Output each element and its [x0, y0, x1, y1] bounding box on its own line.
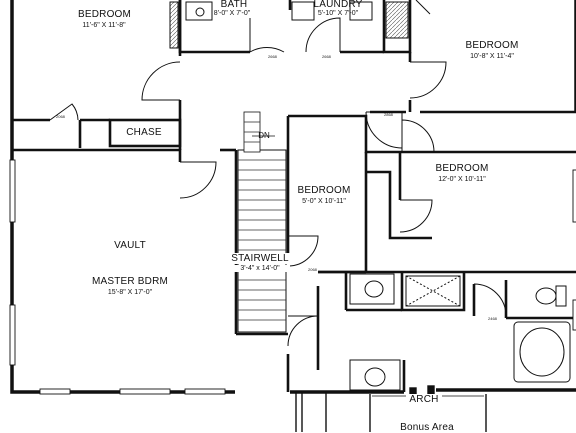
room-name: BEDROOM: [465, 40, 519, 51]
door-tag: 2868: [384, 112, 394, 117]
door-tags: 2668 2668 2068 2868 2068 2468: [56, 54, 498, 321]
window-west-2: [9, 304, 16, 366]
room-name: STAIRWELL: [228, 253, 292, 264]
bathtub-basin: [519, 327, 565, 377]
bonus-area-label: Bonus Area: [400, 422, 454, 433]
door-bath-inner: [287, 315, 319, 347]
room-dims: 10'-8" X 11'-4": [470, 53, 514, 60]
toilet-tank: [555, 285, 567, 307]
center-bedroom-top: [288, 114, 400, 154]
door-bath: [249, 18, 285, 53]
vault-label: VAULT: [114, 240, 146, 251]
room-name: LAUNDRY: [313, 0, 363, 10]
room-name: BEDROOM: [435, 163, 489, 174]
shower-walls: [400, 272, 466, 312]
stair-direction: DN: [258, 131, 270, 140]
closet-walls: [366, 170, 400, 240]
room-name: BATH: [220, 0, 248, 10]
shower: [405, 275, 461, 307]
room-dims: 15'-8" X 17'-0": [107, 289, 153, 296]
bonus-area: [295, 385, 487, 432]
room-dims: 3'-4" x 14'-0": [230, 265, 290, 272]
sink-2: [364, 367, 386, 387]
window-south-3: [39, 388, 71, 395]
interior-walls: [12, 0, 576, 392]
door-wc: [473, 283, 507, 317]
door-master: [179, 161, 217, 199]
room-name: MASTER BDRM: [91, 276, 169, 287]
door-closet: [399, 199, 433, 233]
window-south-2: [184, 388, 226, 395]
arch-label: ARCH: [406, 394, 442, 405]
door-tag: 2068: [56, 114, 66, 119]
room-name: BEDROOM: [297, 185, 351, 196]
door-chase: [49, 103, 79, 121]
room-dims: 8'-0" X 7'-0": [213, 10, 251, 17]
door-center-bedroom: [365, 111, 403, 149]
laundry-closet: [385, 1, 409, 39]
laundry-dryer: [349, 1, 373, 21]
windows: [9, 159, 576, 395]
door-ne-top: [415, 0, 431, 15]
chase-box: [108, 118, 182, 148]
door-east-bedroom: [401, 119, 435, 153]
laundry-washer: [291, 1, 315, 21]
room-name: CHASE: [126, 127, 162, 138]
room-dims: 12'-0" X 10'-11": [438, 176, 486, 183]
toilet: [535, 287, 557, 305]
stair-run: [237, 149, 287, 333]
room-dims: 5'-0" X 10'-11": [302, 198, 346, 205]
bath-walls: [178, 0, 250, 54]
door-swings: [49, 0, 507, 347]
door-tag: 2068: [308, 267, 318, 272]
door-tag: 2668: [322, 54, 332, 59]
door-nw-bedroom: [141, 61, 181, 101]
room-dims: 5'-10" X 7'-0": [317, 10, 359, 17]
door-laundry: [305, 17, 341, 53]
door-stair: [287, 235, 319, 267]
master-top-wall: [12, 148, 182, 162]
fixtures: [169, 1, 571, 391]
west-wall: [10, 0, 235, 394]
sink-1: [364, 280, 384, 298]
bath-sink: [195, 7, 205, 17]
room-dims: 11'-6" X 11'-8": [82, 22, 126, 29]
laundry-right: [382, 0, 412, 54]
door-ne-bedroom: [409, 61, 447, 99]
stair-treads: [237, 111, 287, 333]
nw-closet: [169, 1, 179, 49]
window-south-1: [119, 388, 171, 395]
window-west-1: [9, 159, 16, 223]
room-name: BEDROOM: [78, 9, 132, 20]
door-tag: 2668: [268, 54, 278, 59]
door-tag: 2468: [488, 316, 498, 321]
